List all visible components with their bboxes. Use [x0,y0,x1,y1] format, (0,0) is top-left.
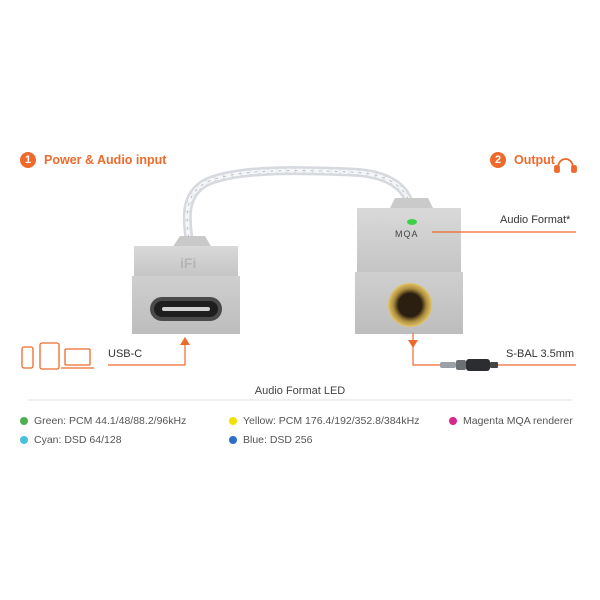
legend-label: Blue: DSD 256 [243,434,313,446]
output-housing [355,198,463,334]
led-dot-icon [20,436,28,444]
legend-item-magenta: Magenta MQA renderer [449,415,573,427]
led-dot-icon [229,436,237,444]
step-2-header: 2 Output [490,152,555,168]
audio-format-callout: Audio Format* [500,214,571,226]
headphones-icon [554,158,577,173]
sbal-callout: S-BAL 3.5mm [506,348,575,360]
led-dot-icon [229,417,237,425]
braided-cable [182,166,415,250]
step-number: 1 [20,152,36,168]
step-label: Output [514,153,555,167]
brand-logo: iFi [180,255,196,271]
legend-item-green: Green: PCM 44.1/48/88.2/96kHz [20,415,186,427]
step-1-header: 1 Power & Audio input [20,152,166,168]
legend-item-blue: Blue: DSD 256 [229,434,312,446]
legend-label: Green: PCM 44.1/48/88.2/96kHz [34,415,187,427]
legend-label: Magenta MQA renderer [463,415,573,427]
mqa-label: MQA [395,229,419,239]
legend-label: Cyan: DSD 64/128 [34,434,122,446]
led-indicator [407,219,417,225]
step-label: Power & Audio input [44,153,167,167]
usb-c-housing: iFi [132,236,240,334]
legend-label: Yellow: PCM 176.4/192/352.8/384kHz [243,415,420,427]
device-icons [21,342,94,370]
callout-lines [108,231,576,366]
legend-item-cyan: Cyan: DSD 64/128 [20,434,122,446]
legend-title: Audio Format LED [254,385,346,397]
step-number: 2 [490,152,506,168]
usb-c-callout: USB-C [108,348,143,360]
plug-3-5mm [440,359,498,371]
legend-item-yellow: Yellow: PCM 176.4/192/352.8/384kHz [229,415,419,427]
led-dot-icon [449,417,457,425]
led-dot-icon [20,417,28,425]
